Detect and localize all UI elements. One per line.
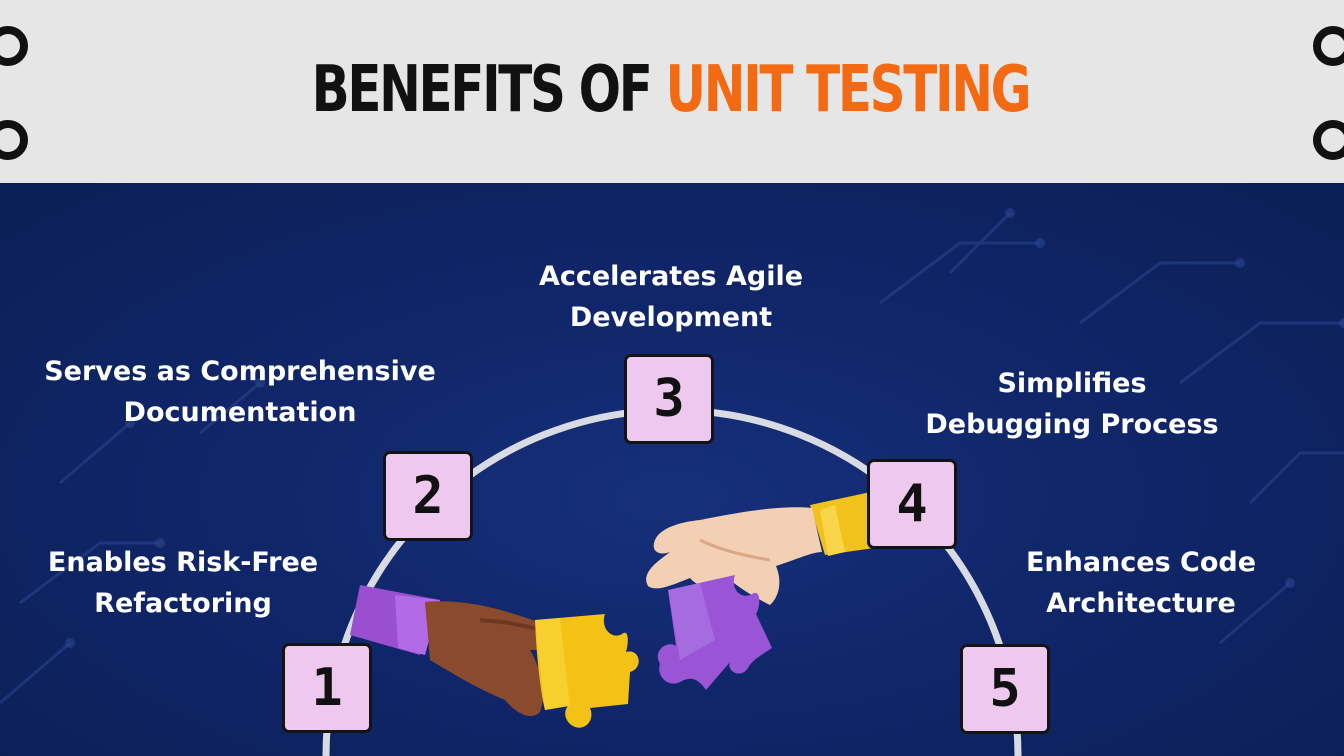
circuit-background (0, 208, 1344, 705)
step-box-5: 5 (960, 644, 1050, 734)
step-number: 3 (653, 369, 685, 429)
page-title: BENEFITS OF UNIT TESTING (146, 50, 1194, 130)
hand-icon (350, 585, 562, 717)
step-box-4: 4 (867, 459, 957, 549)
benefit-label-3: Accelerates Agile Development (500, 256, 842, 338)
ring-icon (0, 120, 28, 160)
benefit-label-4: Simplifies Debugging Process (902, 363, 1242, 445)
benefit-label-line: Debugging Process (925, 409, 1219, 440)
step-box-2: 2 (383, 451, 473, 541)
benefit-label-line: Architecture (1046, 588, 1236, 619)
benefit-label-line: Documentation (123, 397, 357, 428)
step-number: 1 (311, 658, 343, 718)
ring-icon (1313, 26, 1344, 66)
step-number: 5 (989, 659, 1021, 719)
puzzle-piece-icon (657, 575, 772, 690)
step-box-3: 3 (624, 354, 714, 444)
benefit-label-line: Simplifies (997, 368, 1147, 399)
benefit-label-2: Serves as Comprehensive Documentation (30, 351, 450, 433)
benefit-label-line: Refactoring (94, 588, 272, 619)
header-band: BENEFITS OF UNIT TESTING (0, 0, 1344, 183)
title-part-dark: BENEFITS OF (311, 53, 666, 127)
benefit-label-line: Enables Risk-Free (47, 547, 319, 578)
ring-icon (1313, 120, 1344, 160)
step-number: 2 (412, 466, 444, 526)
ring-icon (0, 26, 28, 66)
benefit-label-line: Development (569, 302, 773, 333)
benefit-label-1: Enables Risk-Free Refactoring (20, 542, 346, 624)
step-box-1: 1 (282, 643, 372, 733)
benefit-label-line: Serves as Comprehensive (44, 356, 436, 387)
puzzle-piece-icon (535, 614, 639, 728)
benefit-label-line: Accelerates Agile (538, 261, 804, 292)
title-part-accent: UNIT TESTING (665, 53, 1032, 127)
benefit-label-5: Enhances Code Architecture (996, 542, 1286, 624)
step-number: 4 (896, 474, 928, 534)
benefit-label-line: Enhances Code (1025, 547, 1257, 578)
